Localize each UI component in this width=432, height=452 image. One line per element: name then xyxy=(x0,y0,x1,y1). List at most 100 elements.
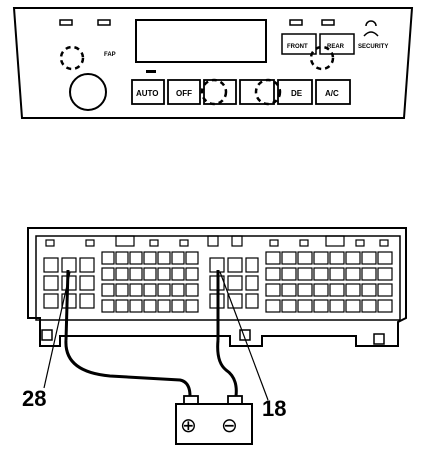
cavity xyxy=(157,283,171,297)
cavity xyxy=(377,283,393,297)
panel-outline xyxy=(12,7,414,119)
cavity xyxy=(345,251,361,265)
front-button[interactable] xyxy=(281,33,317,55)
callout-line-28 xyxy=(43,271,71,389)
cavity xyxy=(129,267,143,281)
cavity xyxy=(297,283,313,297)
cavity xyxy=(143,267,157,281)
cavity xyxy=(129,251,143,265)
label-front: FRONT xyxy=(287,44,308,50)
cavity xyxy=(101,267,115,281)
cavity xyxy=(115,251,129,265)
cavity xyxy=(171,267,185,281)
de-button[interactable] xyxy=(277,79,313,105)
battery-terminal-negative xyxy=(227,395,243,405)
cavity xyxy=(313,267,329,281)
cavity xyxy=(61,293,77,309)
flash-indicator-fan-down xyxy=(200,78,228,106)
cavity xyxy=(361,267,377,281)
cavity xyxy=(329,251,345,265)
rear-button[interactable] xyxy=(319,33,355,55)
cavity xyxy=(377,267,393,281)
cavity xyxy=(377,299,393,313)
ac-button-label: A/C xyxy=(325,89,339,98)
indicator-slot-right-1 xyxy=(289,19,303,26)
cavity xyxy=(361,283,377,297)
ac-button[interactable] xyxy=(315,79,351,105)
cavity xyxy=(129,299,143,313)
cavity xyxy=(157,267,171,281)
label-fap: FAP xyxy=(104,52,116,58)
flash-indicator-fan-up xyxy=(254,78,282,106)
fan-down-button[interactable] xyxy=(203,79,237,105)
off-button-label: OFF xyxy=(176,89,192,98)
cavity xyxy=(79,275,95,291)
cavity xyxy=(43,293,59,309)
cavity xyxy=(171,299,185,313)
cavity xyxy=(361,251,377,265)
cavity xyxy=(345,267,361,281)
security-icon xyxy=(363,20,379,37)
callout-line-18 xyxy=(219,271,269,401)
cavity xyxy=(361,299,377,313)
cavity xyxy=(329,299,345,313)
bottom-button-row: AUTO OFF DE A/C xyxy=(131,79,351,105)
cavity xyxy=(377,251,393,265)
cavity xyxy=(101,251,115,265)
cavity xyxy=(227,257,243,273)
off-button[interactable] xyxy=(167,79,201,105)
cavity xyxy=(265,251,281,265)
fan-up-button[interactable] xyxy=(239,79,275,105)
battery: ⊕ ⊖ xyxy=(175,395,253,445)
cavity xyxy=(115,283,129,297)
cavity xyxy=(245,275,259,291)
cavity xyxy=(61,257,77,273)
cavity xyxy=(79,257,95,273)
cavity xyxy=(265,299,281,313)
pin-label-28: 28 xyxy=(22,386,46,411)
indicator-slot-right-2 xyxy=(321,19,335,26)
cavity xyxy=(329,283,345,297)
battery-body xyxy=(175,403,253,445)
label-rear: REAR xyxy=(327,44,345,50)
cavity xyxy=(43,257,59,273)
cavity xyxy=(281,267,297,281)
auto-button-label: AUTO xyxy=(136,89,159,98)
cavity xyxy=(329,267,345,281)
cavity xyxy=(129,283,143,297)
cavity xyxy=(297,251,313,265)
label-security: SECURITY xyxy=(358,44,388,50)
cavity xyxy=(265,267,281,281)
cavity xyxy=(281,283,297,297)
cavity xyxy=(313,251,329,265)
cavity xyxy=(185,251,199,265)
temperature-knob[interactable] xyxy=(69,73,107,111)
cavity xyxy=(227,293,243,309)
pin-label-18: 18 xyxy=(262,396,286,421)
cavity xyxy=(281,251,297,265)
cavity xyxy=(281,299,297,313)
probe-wires xyxy=(64,269,238,397)
auto-indicator-dash xyxy=(146,70,156,73)
cavity xyxy=(345,299,361,313)
cavity xyxy=(245,257,259,273)
cavity xyxy=(297,299,313,313)
wire-left xyxy=(64,339,192,397)
mount-hole-right xyxy=(373,333,385,345)
cavity xyxy=(115,267,129,281)
cavity xyxy=(345,283,361,297)
cavity xyxy=(157,299,171,313)
top-notches xyxy=(45,235,389,247)
cavity xyxy=(171,283,185,297)
auto-button[interactable] xyxy=(131,79,165,105)
cavity xyxy=(209,257,225,273)
cavity xyxy=(185,283,199,297)
cavity xyxy=(313,299,329,313)
cavity xyxy=(79,293,95,309)
climate-control-panel: FAP FRONT REAR SECURITY AUTO OFF DE A/C xyxy=(12,7,414,119)
wire-right xyxy=(216,339,238,397)
cavity xyxy=(157,251,171,265)
cavity xyxy=(143,283,157,297)
cavity xyxy=(171,251,185,265)
